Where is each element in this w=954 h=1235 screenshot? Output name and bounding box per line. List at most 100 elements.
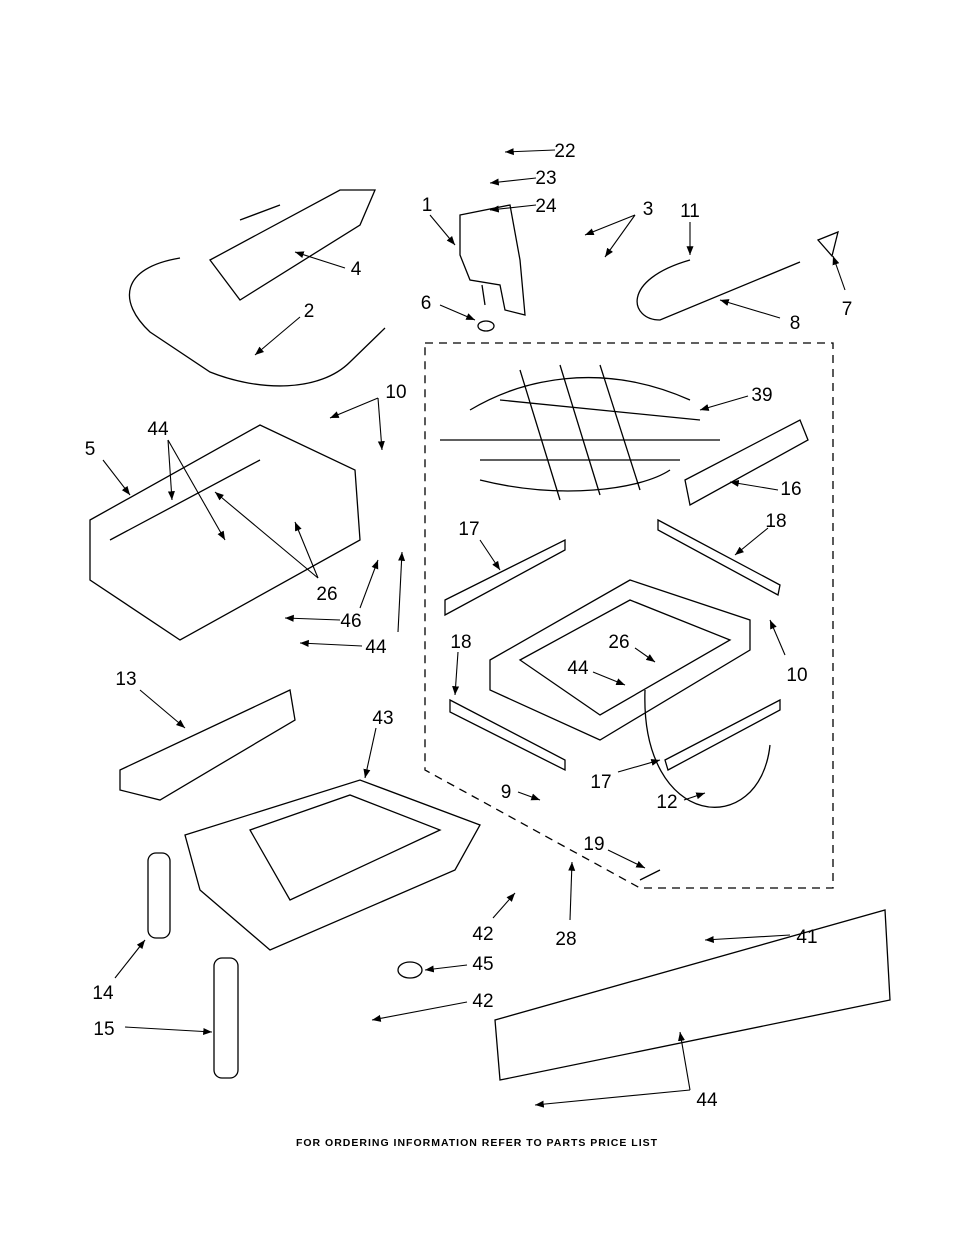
callout-number: 23 [535,168,556,189]
leader-arrow [214,491,319,579]
callout-number: 4 [351,259,362,280]
leader-arrow [363,727,377,779]
callout-number: 26 [316,584,337,605]
callout-number: 1 [422,195,433,216]
valve-tube [636,259,801,321]
callout-number: 44 [696,1090,718,1111]
callout-number: 8 [790,313,801,334]
front-cover [494,909,891,1081]
leader-arrow [439,304,476,321]
water-valve [459,204,526,316]
leader-arrow [592,671,626,686]
leader-arrow [124,1026,213,1036]
callout-number: 44 [365,637,387,658]
leader-arrow [607,849,646,869]
ice-chute [119,689,296,801]
callout-number: 16 [780,479,801,500]
callout-number: 7 [842,299,853,320]
callout-number: 17 [590,772,611,793]
chute-tube [147,852,171,939]
leader-arrow [604,214,636,258]
chute-tube-lower [213,957,239,1079]
callout-number: 10 [786,665,807,686]
leader-arrow [534,1089,691,1108]
ordering-info-footer: FOR ORDERING INFORMATION REFER TO PARTS … [295,1137,659,1149]
callout-number: 9 [501,782,512,803]
callout-number: 44 [147,419,169,440]
leader-arrow [504,148,556,156]
callout-number: 26 [608,632,629,653]
leader-arrow [699,395,749,411]
leader-arrow [719,299,781,319]
heater-cover [684,419,809,506]
callout-number: 46 [340,611,361,632]
callout-number: 18 [450,632,471,653]
leader-arrow [769,619,786,656]
wire-harness [639,689,771,881]
callout-number: 43 [372,708,393,729]
ice-bin-housing [89,424,361,641]
valve-nut [477,320,495,332]
fill-cup [209,189,376,301]
callout-number: 15 [93,1019,114,1040]
fill-tube [128,257,386,387]
callout-number: 2 [304,301,315,322]
callout-number: 11 [680,201,700,222]
leader-arrow [299,639,363,647]
leader-arrow [371,1001,468,1022]
evaporator-grid [440,364,720,501]
leader-arrow [294,251,346,269]
leader-arrow [294,521,319,579]
leader-arrow [517,791,541,801]
callout-number: 42 [472,991,493,1012]
tube-fitting [816,230,839,258]
callout-number: 41 [796,927,817,948]
ice-bucket [184,779,481,951]
callout-number: 19 [583,834,604,855]
callout-number: 5 [85,439,96,460]
callout-number: 44 [567,658,589,679]
leader-arrow [139,689,186,729]
leader-arrow [114,939,146,979]
bracket-right [657,518,781,596]
callout-number: 14 [92,983,114,1004]
leader-arrow [377,397,385,451]
leader-arrow [734,527,769,556]
leader-arrow [424,964,468,973]
leader-arrow [397,551,406,633]
leader-arrow [167,439,226,541]
callout-number: 39 [751,385,772,406]
callout-number: 3 [643,199,654,220]
callout-number: 17 [458,519,479,540]
callout-number: 13 [115,669,136,690]
leader-arrow [832,255,846,291]
leader-arrow [489,204,537,213]
leader-arrow [254,316,301,356]
callout-number: 45 [472,954,493,975]
leader-arrow [568,861,576,921]
bracket-front [449,698,566,772]
leader-arrow [729,479,779,491]
ice-tray-frame [489,579,751,741]
bracket-lower [664,698,781,771]
leader-arrow [678,1031,691,1091]
leader-arrow [359,559,379,609]
leader-lines [102,148,846,1108]
leader-arrow [479,539,501,571]
dashed-assembly-boundary [424,342,834,889]
callout-number: 12 [656,792,677,813]
leader-arrow [452,651,460,696]
leader-arrow [617,759,661,773]
leader-arrow [683,792,706,801]
callout-number: 22 [554,141,575,162]
bushing [397,961,423,979]
leader-arrow [489,177,537,186]
bracket-left [444,538,566,617]
leader-arrow [492,892,516,919]
leader-arrow [634,647,656,663]
leader-arrow [329,397,379,419]
callout-number: 10 [385,382,406,403]
